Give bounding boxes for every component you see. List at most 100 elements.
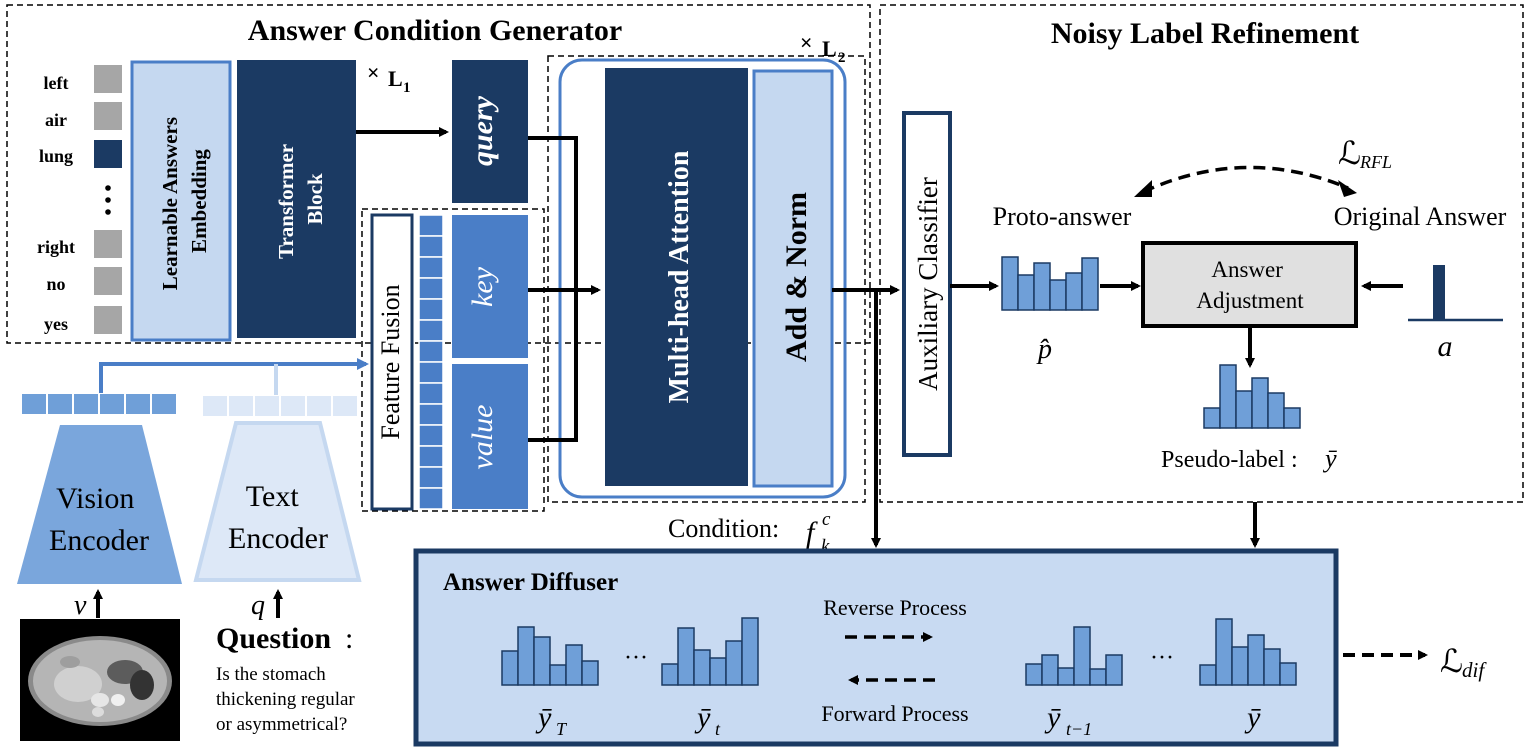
answer-token: [94, 306, 122, 334]
svg-text:ȳ: ȳ: [694, 701, 711, 734]
attention-layer-dashed-frame: [547, 55, 866, 503]
auxiliary-classifier-label: Auxiliary Classifier: [913, 177, 943, 391]
svg-text:Pseudo-label :: Pseudo-label :: [1161, 447, 1298, 473]
ellipsis-right: ···: [1150, 645, 1174, 671]
ellipsis-left: ···: [624, 645, 648, 671]
pseudo-label-text: Pseudo-label : ȳ: [1161, 444, 1337, 473]
add-norm-block: [752, 69, 834, 488]
vision-encoder-label: Vision Encoder: [49, 482, 149, 557]
rfl-loss-label: ℒ RFL: [1338, 135, 1392, 172]
v-symbol: v: [74, 590, 87, 621]
key-label: key: [466, 266, 499, 307]
rfl-loss-arrow: [1142, 165, 1349, 194]
transformer-block: [237, 60, 356, 338]
svg-text:T: T: [556, 719, 568, 739]
answer-label: lung: [39, 146, 73, 166]
ct-scan-image: [20, 619, 180, 741]
vision-encoder-block: [17, 425, 182, 584]
repeat-l1-label: × L 1: [367, 60, 411, 96]
svg-text:ℒ: ℒ: [1338, 135, 1361, 171]
a-symbol: a: [1438, 330, 1453, 363]
forward-process-label: Forward Process: [821, 701, 968, 726]
add-norm-label: Add & Norm: [780, 192, 813, 362]
feature-fusion-label: Feature Fusion: [376, 284, 405, 439]
svg-text:×: ×: [367, 60, 380, 85]
y-t-minus-1-label: ȳ t−1: [1044, 701, 1092, 739]
svg-text:ȳ: ȳ: [535, 701, 552, 734]
learnable-answers-embedding-block: [130, 60, 232, 342]
svg-text:ȳ: ȳ: [1244, 701, 1261, 734]
answer-token: [94, 65, 122, 93]
svg-text:ℒ: ℒ: [1440, 643, 1463, 679]
multi-head-attention-block: [605, 68, 748, 486]
svg-text:2: 2: [838, 50, 846, 66]
answer-squares: [94, 65, 122, 334]
svg-text:k: k: [821, 536, 830, 557]
svg-text:L: L: [822, 36, 837, 61]
svg-text:ȳ: ȳ: [1322, 444, 1337, 473]
svg-text:ȳ: ȳ: [1044, 701, 1061, 734]
histogram-y-t-minus-1: [1025, 626, 1123, 686]
text-encoder-block: [193, 421, 362, 582]
vision-token-strip: [20, 392, 178, 416]
y-t-label: ȳ t: [694, 701, 721, 739]
answer-token: [94, 230, 122, 258]
pseudo-label-histogram: [1203, 364, 1301, 429]
diffusion-loss-label: ℒ dif: [1440, 643, 1487, 682]
svg-text:t−1: t−1: [1066, 719, 1092, 739]
proto-answer-label: Proto-answer: [993, 202, 1132, 231]
q-symbol: q: [251, 590, 265, 621]
histogram-y-t: [661, 617, 759, 686]
vertical-ellipsis: [105, 185, 111, 215]
svg-text:1: 1: [403, 80, 411, 96]
feature-fusion-frame: [361, 208, 545, 512]
question-heading: Question :: [216, 622, 353, 655]
qkv-connectors: [528, 136, 601, 442]
text-encoder-label: Text Encoder: [228, 480, 328, 555]
svg-text:f: f: [806, 516, 818, 549]
answer-label: yes: [44, 314, 68, 334]
svg-text:p̂: p̂: [1036, 334, 1052, 365]
repeat-l2-label: × L 2: [800, 30, 846, 66]
histogram-y-final: [1199, 618, 1297, 686]
query-label: query: [466, 95, 499, 166]
answer-token-selected: [94, 140, 122, 168]
value-block: [452, 364, 528, 509]
answer-label: left: [44, 73, 69, 93]
answer-adjustment-label: Answer Adjustment: [1196, 257, 1304, 313]
answer-label: right: [37, 237, 75, 257]
question-text: Is the stomach thickening regular or asy…: [216, 664, 360, 735]
feature-fusion-block: [370, 213, 414, 511]
y-T-label: ȳ T: [535, 701, 568, 739]
svg-text:Condition:: Condition:: [668, 514, 779, 543]
p-hat-label: p̂: [1036, 334, 1052, 365]
vision-to-fusion-arrow: [99, 358, 369, 393]
svg-text:L: L: [388, 66, 403, 91]
svg-text:×: ×: [800, 30, 813, 55]
original-answer-onehot: [1408, 265, 1503, 322]
svg-text:t: t: [715, 719, 721, 739]
answer-label: air: [45, 110, 67, 130]
svg-text::: :: [345, 622, 353, 655]
attention-layer-frame: [558, 58, 847, 499]
svg-text:RFL: RFL: [1359, 152, 1392, 172]
svg-text:dif: dif: [1462, 658, 1487, 682]
proto-answer-histogram: [1001, 256, 1099, 311]
original-answer-label: Original Answer: [1334, 202, 1507, 231]
svg-text:c: c: [822, 509, 831, 530]
histogram-y-T: [501, 626, 599, 686]
text-token-strip: [201, 394, 359, 418]
key-block: [452, 215, 528, 358]
learnable-embedding-label: Learnable Answers Embedding: [158, 112, 211, 291]
answer-token: [94, 267, 122, 295]
answer-token: [94, 102, 122, 130]
answer-label: no: [46, 274, 65, 294]
answer-adjustment-block: [1141, 241, 1358, 328]
noisy-label-refinement-frame: [879, 4, 1524, 503]
reverse-process-label: Reverse Process: [823, 595, 967, 620]
noisy-label-refinement-title: Noisy Label Refinement: [1051, 17, 1359, 50]
fused-token-stack: [418, 214, 444, 510]
answer-diffuser-title: Answer Diffuser: [443, 569, 618, 596]
